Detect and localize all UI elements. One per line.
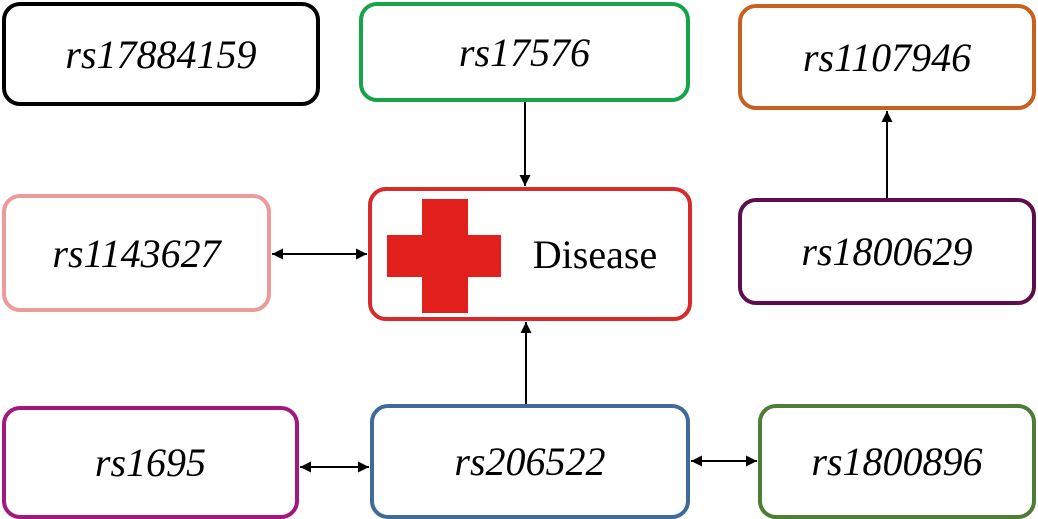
red-cross-icon bbox=[387, 199, 501, 313]
node-rs1800896: rs1800896 bbox=[758, 404, 1036, 519]
node-rs17576: rs17576 bbox=[359, 2, 690, 102]
node-rs1143627: rs1143627 bbox=[2, 194, 271, 312]
node-label: rs17576 bbox=[458, 29, 591, 75]
node-label: rs206522 bbox=[454, 439, 606, 484]
node-label: rs1143627 bbox=[52, 230, 221, 276]
node-label: rs1695 bbox=[94, 440, 207, 485]
node-label: rs1800629 bbox=[801, 229, 973, 274]
node-label: rs1800896 bbox=[811, 439, 983, 484]
node-rs17884159: rs17884159 bbox=[2, 2, 320, 106]
node-label: rs17884159 bbox=[65, 31, 257, 77]
node-rs1800629: rs1800629 bbox=[738, 198, 1036, 305]
node-rs1107946: rs1107946 bbox=[738, 4, 1036, 110]
node-label: rs1107946 bbox=[802, 34, 972, 80]
node-rs1695: rs1695 bbox=[2, 406, 299, 519]
node-disease: Disease bbox=[368, 187, 692, 321]
node-rs206522: rs206522 bbox=[370, 404, 690, 519]
node-label: Disease bbox=[532, 231, 658, 277]
